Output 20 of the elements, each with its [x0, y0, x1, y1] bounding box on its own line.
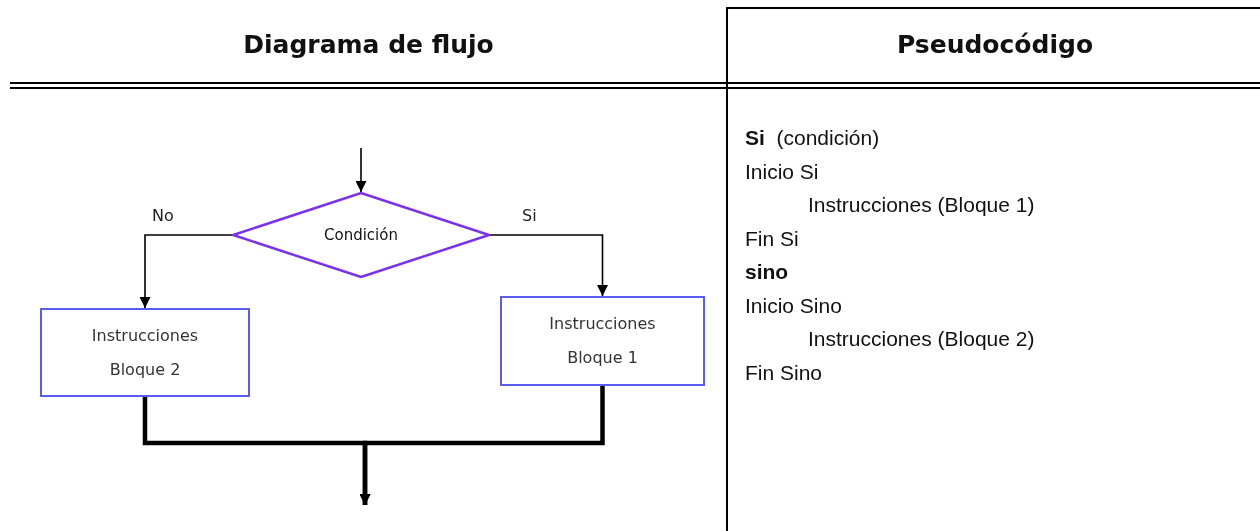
- pseudocode-line: sino: [745, 260, 789, 284]
- pseudocode-line: Si (condición): [745, 126, 880, 150]
- pseudocode-line: Fin Si: [745, 226, 799, 251]
- process-box: [40, 308, 250, 397]
- process-box: [500, 296, 705, 386]
- pseudocode-line: Inicio Si: [745, 159, 819, 184]
- decision-diamond: [232, 192, 490, 278]
- instruction-text: Instrucciones Bloque 1: [548, 313, 657, 369]
- pseudocode-line: Instrucciones (Bloque 1): [808, 193, 1035, 217]
- arrow: [359, 386, 605, 505]
- column-heading: Diagrama de flujo: [242, 30, 495, 59]
- arrow: [489, 234, 608, 297]
- column-heading: Pseudocódigo: [895, 30, 1095, 59]
- condition-text: Condición: [324, 226, 398, 244]
- arrow: [355, 147, 367, 193]
- pseudocode-line: Fin Sino: [745, 360, 823, 385]
- instruction-text: Instrucciones Bloque 2: [90, 324, 200, 381]
- pseudocode-line: Instrucciones (Bloque 2): [808, 327, 1035, 351]
- pseudocode-line: Inicio Sino: [745, 293, 842, 318]
- arrow: [139, 234, 233, 309]
